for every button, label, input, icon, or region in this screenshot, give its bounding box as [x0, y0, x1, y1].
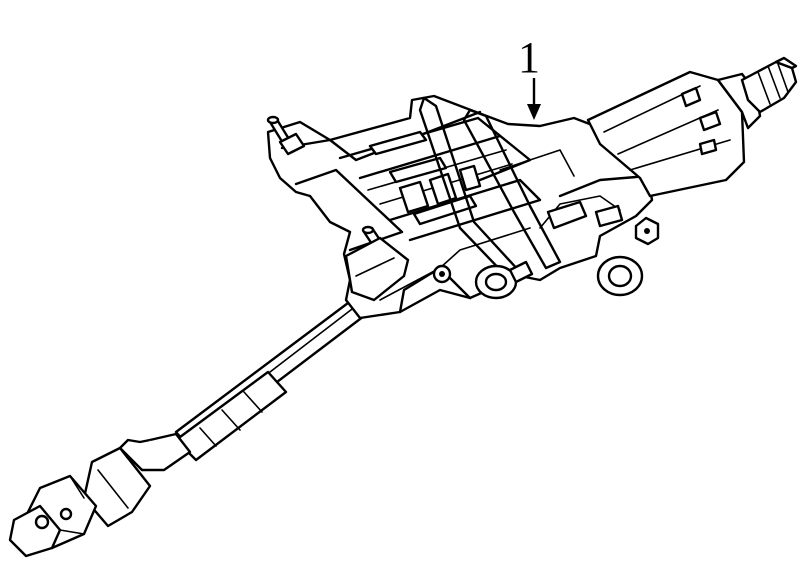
callout-1: 1 — [518, 33, 541, 120]
callout-arrow-head — [527, 104, 541, 120]
upper-column-tube — [586, 56, 798, 198]
tilt-ring-center — [474, 260, 534, 300]
upper-tube-body — [586, 70, 746, 198]
mounting-stud-upper — [266, 115, 306, 156]
tilt-ring-right — [596, 255, 644, 297]
intermediate-shaft — [8, 298, 366, 558]
housing-bolt-center — [432, 264, 452, 284]
lower-mount-plate — [344, 236, 410, 302]
callout-number: 1 — [518, 33, 540, 82]
column-housing — [266, 94, 660, 320]
shaft-sleeve — [174, 370, 288, 462]
housing-bolt-right — [634, 216, 660, 246]
strap-band-right — [462, 108, 562, 270]
